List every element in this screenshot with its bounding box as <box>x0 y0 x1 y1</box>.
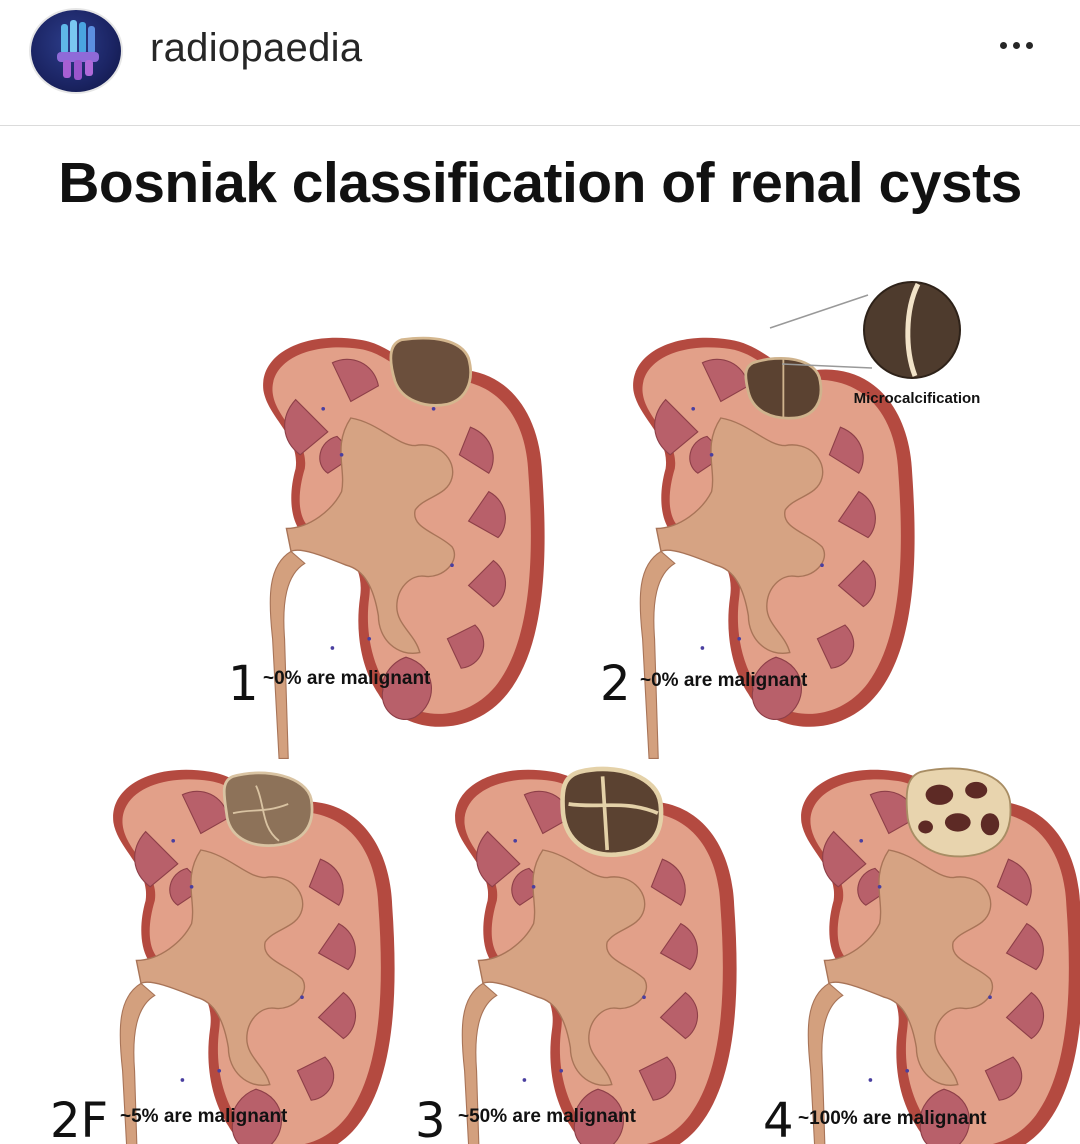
category-number-2: 2 <box>600 656 631 712</box>
category-number-3: 3 <box>415 1093 446 1144</box>
microcalcification-label: Microcalcification <box>854 390 981 407</box>
category-caption-2: ~0% are malignant <box>640 670 808 691</box>
category-caption-1: ~0% are malignant <box>263 668 431 689</box>
post-header: radiopaedia <box>0 0 1080 126</box>
profile-avatar[interactable] <box>31 10 121 92</box>
kidney-illustration-2 <box>632 337 916 760</box>
kidney-illustration-3 <box>454 766 738 1144</box>
cyst-3 <box>560 766 664 857</box>
kidney-illustration-4 <box>800 767 1080 1144</box>
category-caption-2F: ~5% are malignant <box>120 1106 288 1127</box>
category-number-1: 1 <box>228 656 259 712</box>
figure-title: Bosniak classification of renal cysts <box>58 151 1022 215</box>
bosniak-diagram: Microcalcification 1 ~0% are malignant 2… <box>50 281 1080 1144</box>
category-caption-3: ~50% are malignant <box>458 1106 637 1127</box>
kidney-illustration-2F <box>112 769 396 1144</box>
microcalcification-callout: Microcalcification <box>769 281 981 407</box>
username[interactable]: radiopaedia <box>150 26 363 70</box>
category-number-2F: 2F <box>50 1093 108 1144</box>
cyst-4 <box>905 767 1012 858</box>
kidney-illustration-1 <box>262 336 546 760</box>
cyst-1 <box>389 336 472 407</box>
radiopaedia-logo-icon <box>57 20 99 80</box>
more-options-icon[interactable] <box>996 30 1038 60</box>
category-number-4: 4 <box>763 1093 794 1144</box>
category-caption-4: ~100% are malignant <box>798 1108 987 1129</box>
